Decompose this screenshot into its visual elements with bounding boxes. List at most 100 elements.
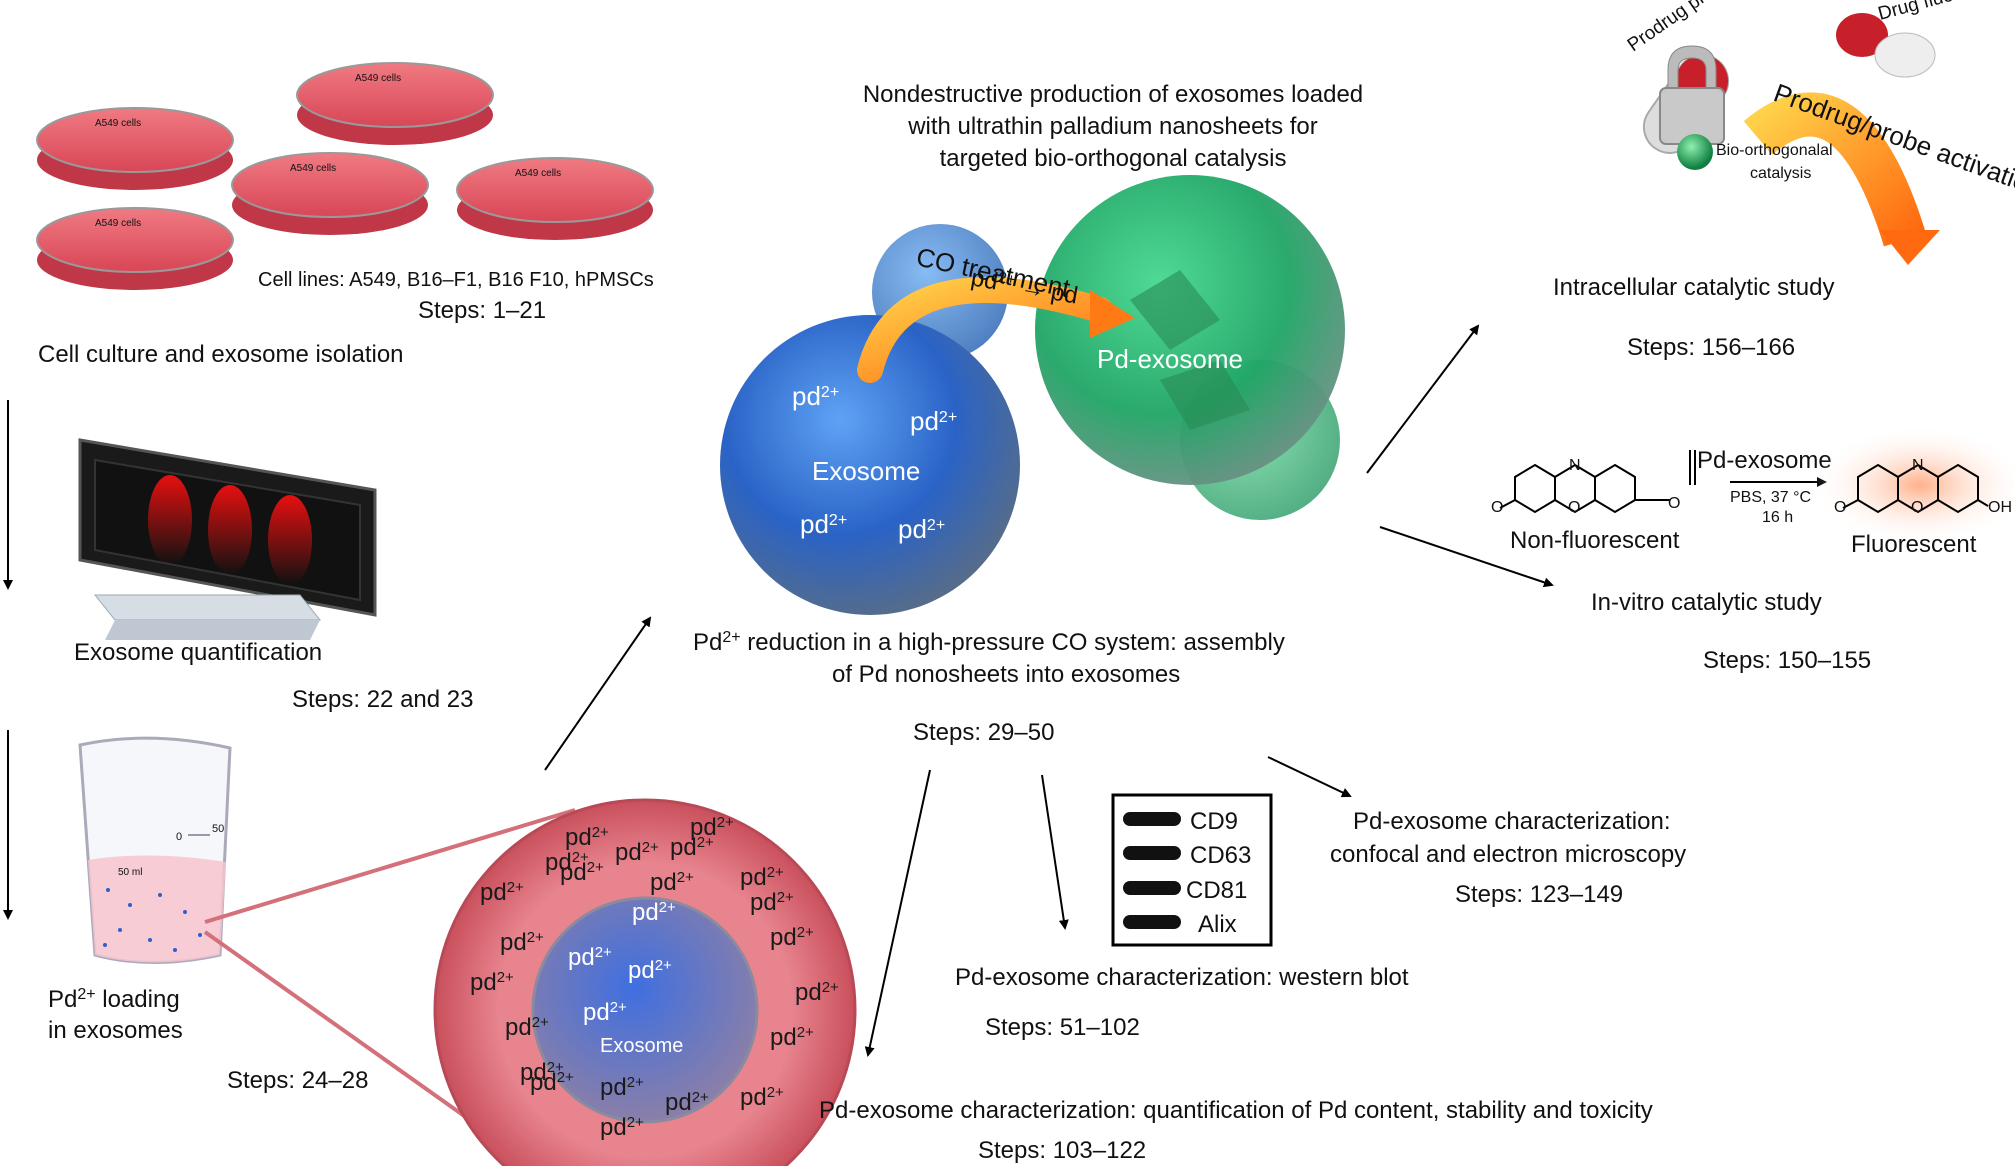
invitro-title: In-vitro catalytic study — [1591, 589, 1822, 616]
atom-label: O — [1834, 499, 1846, 516]
pd-ion-label: pd2+ — [740, 1084, 784, 1112]
flow-arrow — [1041, 774, 1069, 930]
catalyst-bead — [1677, 134, 1713, 170]
pd-exosome-label: Pd-exosome — [1097, 344, 1243, 374]
content-steps: Steps: 103–122 — [978, 1137, 1146, 1164]
flow-arrow — [1366, 324, 1480, 474]
atom-label: N — [1569, 457, 1581, 474]
activation-arrow-head — [1880, 230, 1940, 265]
flow-arrow — [864, 769, 931, 1057]
flow-arrow — [544, 616, 652, 771]
invitro-conditions-line1: PBS, 37 °C — [1730, 489, 1811, 506]
atom-label: OH — [1988, 499, 2012, 516]
band-label: CD63 — [1190, 842, 1251, 869]
non-fluorescent-molecule — [1499, 450, 1696, 514]
atom-label: O — [1668, 495, 1680, 512]
content-title: Pd-exosome characterization: quantificat… — [819, 1097, 1653, 1124]
flow-arrow — [1267, 756, 1352, 798]
center-title-line2: with ultrathin palladium nanosheets for — [907, 113, 1318, 140]
atom-label: O — [1491, 499, 1503, 516]
western-blot: CD9 CD63 CD81 Alix — [1111, 793, 1273, 947]
sphere-ion-layer: pd2+ pd2+ pd2+ pd2+ — [792, 381, 957, 544]
culture-steps: Steps: 1–21 — [418, 297, 546, 324]
band-label: CD9 — [1190, 808, 1238, 835]
invitro-reagent: Pd-exosome — [1697, 447, 1832, 474]
pd-ion-label: pd2+ — [480, 879, 524, 907]
drug-fluorophore-label: Drug fluorophore — [1876, 0, 2015, 25]
catalysis-line2: catalysis — [1750, 165, 1811, 182]
dish-label: A549 cells — [355, 73, 401, 84]
beaker-volume-label: 50 ml — [118, 867, 142, 878]
catalysis-line1: Bio-orthogonalal — [1716, 142, 1833, 159]
pd-ion-label: pd2+ — [583, 999, 627, 1027]
intracellular-title: Intracellular catalytic study — [1553, 274, 1834, 301]
pd-ion-label: pd2+ — [545, 849, 589, 877]
pd-ion-label: pd2+ — [910, 406, 957, 436]
dish-label: A549 cells — [515, 168, 561, 179]
inset-exosome-label: Exosome — [600, 1035, 683, 1057]
loading-title-line2: in exosomes — [48, 1017, 183, 1044]
confocal-title-line1: Pd-exosome characterization: — [1353, 808, 1670, 835]
center-steps: Steps: 29–50 — [913, 719, 1054, 746]
beaker-scale-label: 0 — [176, 831, 182, 843]
pd-ion-label: pd2+ — [792, 381, 839, 411]
pd-ion-label: pd2+ — [560, 859, 604, 887]
pd-ion-label: pd2+ — [615, 839, 659, 867]
beaker: 0 50 50 ml — [78, 736, 232, 964]
pd-ion-label: pd2+ — [770, 924, 814, 952]
petri-dish: A549 cells — [231, 152, 429, 235]
petri-dish: A549 cells — [456, 157, 654, 240]
atom-label: O — [1568, 499, 1580, 516]
reduction-line1: Pd2+ reduction in a high-pressure CO sys… — [693, 629, 1285, 657]
pd-ion-label: pd2+ — [600, 1114, 644, 1142]
pd-ion-label: pd2+ — [750, 889, 794, 917]
quant-steps: Steps: 22 and 23 — [292, 686, 473, 713]
band-label: Alix — [1198, 911, 1237, 938]
pd-ion-label: pd2+ — [650, 869, 694, 897]
pd-ion-label: pd2+ — [505, 1014, 549, 1042]
pd-ion-label: pd2+ — [898, 514, 945, 544]
prodrug-capsule — [1642, 45, 1730, 154]
pd-ion-label: pd2+ — [520, 1059, 564, 1087]
intracellular-steps: Steps: 156–166 — [1627, 334, 1795, 361]
pd-ion-label: pd2+ — [628, 957, 672, 985]
fluorescence-glow — [1810, 425, 2015, 545]
dish-label: A549 cells — [95, 118, 141, 129]
zoom-line — [203, 930, 472, 1122]
exosome-label: Exosome — [812, 456, 920, 486]
petri-dish: A549 cells — [36, 107, 234, 190]
pd-ion-label: pd2+ — [568, 944, 612, 972]
pd-ion-label: pd2+ — [530, 1069, 574, 1097]
pd-ion-label: pd2+ — [690, 814, 734, 842]
center-title-line1: Nondestructive production of exosomes lo… — [863, 81, 1363, 108]
confocal-title-line2: confocal and electron microscopy — [1330, 841, 1686, 868]
atom-label: N — [1912, 457, 1924, 474]
co-arrow-head — [1090, 290, 1135, 338]
pd-ion-label: pd2+ — [795, 979, 839, 1007]
pd-ion-label: pd2+ — [670, 834, 714, 862]
loading-steps: Steps: 24–28 — [227, 1067, 368, 1094]
activation-arrow — [1743, 92, 1927, 247]
dish-label: A549 cells — [290, 163, 336, 174]
beaker-scale-label: 50 — [212, 823, 224, 835]
petri-dish: A549 cells — [36, 207, 234, 290]
fluorescent-molecule — [1842, 463, 1989, 514]
drug-capsule — [1836, 13, 1936, 78]
inset-exosome-ring: Exosome — [433, 798, 857, 1166]
dish-label: A549 cells — [95, 218, 141, 229]
flow-arrow — [1379, 526, 1554, 588]
zoom-line — [204, 808, 576, 924]
quant-title: Exosome quantification — [74, 639, 322, 666]
pd-ion-label: pd2+ — [500, 929, 544, 957]
invitro-steps: Steps: 150–155 — [1703, 647, 1871, 674]
pd-ion-label: pd2+ — [800, 509, 847, 539]
non-fluorescent-label: Non-fluorescent — [1510, 527, 1680, 554]
pd-ion-label: pd2+ — [665, 1089, 709, 1117]
co-treatment-arrow — [857, 277, 1113, 383]
band-label: CD81 — [1186, 877, 1247, 904]
exosome-spheres — [720, 175, 1345, 615]
fluorescent-label: Fluorescent — [1851, 531, 1977, 558]
atom-label: O — [1911, 499, 1923, 516]
petri-dish: A549 cells — [296, 62, 494, 145]
